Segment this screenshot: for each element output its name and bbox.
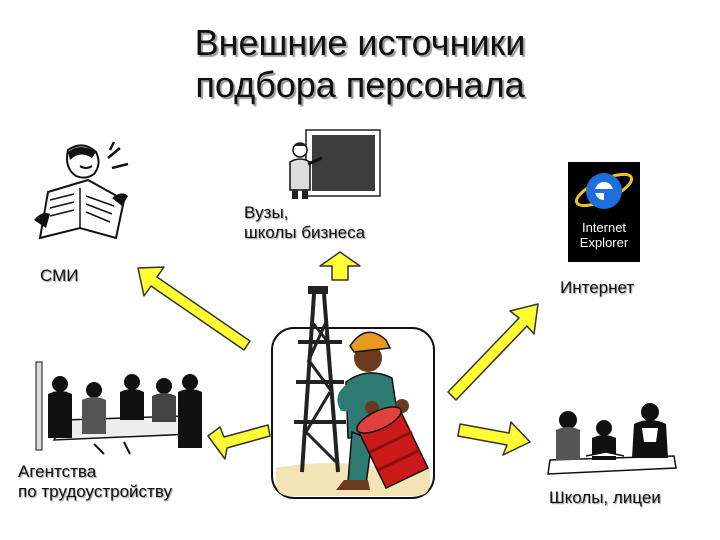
internet-label: Интернет	[560, 278, 635, 297]
ie-logo-text-2: Explorer	[579, 235, 629, 250]
arrow-up-universities	[319, 251, 361, 281]
media-label: СМИ	[40, 266, 79, 285]
universities-label: Вузы, школы бизнеса	[244, 203, 365, 243]
ie-e-icon	[574, 172, 634, 209]
agencies-line-2: по трудоустройству	[18, 482, 172, 501]
page-title: Внешние источники подбора персонала	[150, 22, 570, 106]
meeting-group-illustration	[35, 361, 202, 455]
arrow-to-agencies	[207, 424, 271, 460]
internet-explorer-logo: Internet Explorer	[568, 162, 640, 262]
teacher-blackboard-illustration	[289, 129, 381, 199]
title-line-1: Внешние источники	[194, 22, 526, 63]
agencies-line-1: Агентства	[18, 462, 97, 481]
oil-worker-illustration	[271, 286, 435, 499]
title-line-2: подбора персонала	[195, 64, 525, 105]
universities-line-2: школы бизнеса	[244, 223, 366, 242]
ie-logo-text-1: Internet	[581, 220, 627, 235]
arrow-to-schools	[457, 421, 531, 456]
agencies-label: Агентства по трудоустройству	[18, 462, 172, 502]
schools-label: Школы, лицеи	[549, 488, 661, 507]
newspaper-reader-illustration	[34, 141, 129, 240]
arrow-to-internet	[447, 303, 539, 401]
arrow-to-media	[137, 266, 251, 351]
universities-line-1: Вузы,	[244, 203, 289, 222]
students-illustration	[547, 403, 677, 475]
